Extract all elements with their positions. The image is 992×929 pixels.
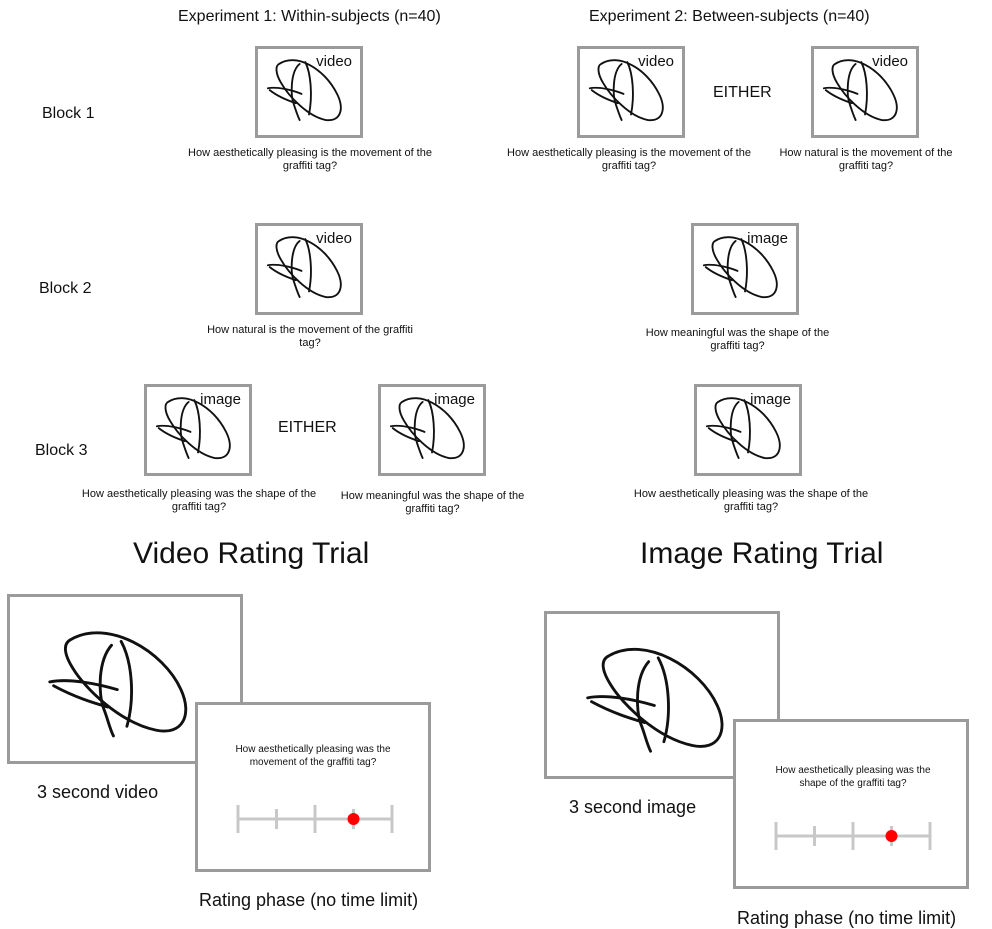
exp2-block1-video-stimulus-b: video [811,46,919,138]
stimulus-type-label: video [872,53,908,70]
exp1-block1-video-stimulus: video [255,46,363,138]
stimulus-type-label: image [200,391,241,408]
exp2-block1-video-stimulus-a: video [577,46,685,138]
stimulus-type-label: image [747,230,788,247]
stimulus-type-label: video [316,53,352,70]
rating-scale [774,822,932,850]
exp2-either-label: EITHER [713,84,772,101]
video-trial-rating-screen: How aesthetically pleasing was the movem… [195,702,431,872]
image-trial-caption: 3 second image [569,797,697,817]
exp2-block3-image-stimulus: image [694,384,802,476]
image-rating-trial-title: Image Rating Trial [640,537,884,570]
exp1-block1-question: How aesthetically pleasing is the moveme… [188,147,432,172]
image-trial-rating-screen: How aesthetically pleasing was the shape… [733,719,969,889]
exp1-block3-question-b: How meaningful was the shape of the graf… [340,490,525,515]
exp2-block2-image-stimulus: image [691,223,799,315]
exp2-block3-question: How aesthetically pleasing was the shape… [633,488,869,513]
rating-selected-dot [347,813,360,825]
exp1-block3-image-stimulus-a: image [144,384,252,476]
video-trial-rating-caption: Rating phase (no time limit) [199,890,419,910]
rating-scale [236,805,394,833]
rating-question: How aesthetically pleasing was the movem… [235,744,391,768]
rating-selected-dot [885,830,898,842]
image-trial-rating-caption: Rating phase (no time limit) [737,908,957,928]
rating-question: How aesthetically pleasing was the shape… [775,765,931,789]
block-1-label: Block 1 [42,105,95,122]
experiment-1-title: Experiment 1: Within-subjects (n=40) [178,8,441,25]
exp2-block1-question-a: How aesthetically pleasing is the moveme… [507,147,751,172]
video-trial-caption: 3 second video [37,782,159,802]
exp2-block1-question-b: How natural is the movement of the graff… [779,147,953,172]
exp1-block2-video-stimulus: video [255,223,363,315]
exp2-block2-question: How meaningful was the shape of the graf… [645,327,830,352]
block-3-label: Block 3 [35,442,88,459]
exp1-block3-image-stimulus-b: image [378,384,486,476]
experiment-2-title: Experiment 2: Between-subjects (n=40) [589,8,870,25]
video-trial-stimulus-screen [7,594,243,764]
stimulus-type-label: image [434,391,475,408]
stimulus-type-label: video [316,230,352,247]
exp1-either-label: EITHER [278,419,337,436]
exp1-block2-question: How natural is the movement of the graff… [207,324,413,349]
video-rating-trial-title: Video Rating Trial [133,537,370,570]
stimulus-type-label: video [638,53,674,70]
block-2-label: Block 2 [39,280,92,297]
exp1-block3-question-a: How aesthetically pleasing was the shape… [81,488,317,513]
stimulus-type-label: image [750,391,791,408]
